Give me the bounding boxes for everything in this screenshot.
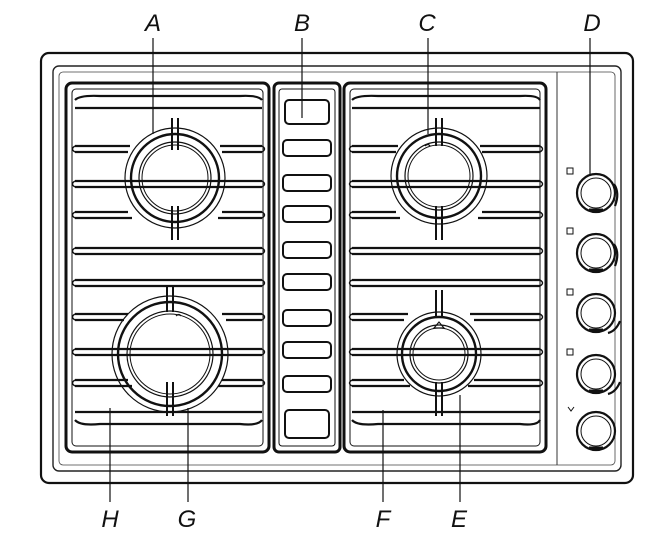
callout-f: F — [375, 506, 391, 533]
right-grate — [342, 81, 548, 454]
knob-2[interactable] — [566, 227, 619, 274]
burner-a — [124, 118, 226, 240]
left-grate — [64, 81, 271, 454]
callout-g: G — [177, 506, 197, 533]
burner-g — [111, 286, 229, 416]
cooktop-outer-frame — [39, 51, 635, 485]
knob-3[interactable] — [566, 288, 622, 335]
callout-b: B — [293, 10, 310, 37]
knob-4[interactable] — [566, 348, 622, 396]
callout-a: A — [144, 10, 161, 37]
knob-1[interactable] — [566, 167, 619, 214]
control-knobs — [566, 167, 622, 452]
center-grate — [272, 81, 342, 454]
callout-d: D — [583, 10, 601, 37]
cooktop-inner-frame — [52, 65, 622, 472]
callout-h: H — [101, 506, 119, 533]
knob-5[interactable] — [567, 406, 617, 452]
callout-c: C — [418, 10, 436, 37]
leader-lines — [109, 38, 591, 502]
callout-e: E — [450, 506, 467, 533]
burner-e — [396, 290, 482, 416]
burner-c — [390, 118, 488, 240]
